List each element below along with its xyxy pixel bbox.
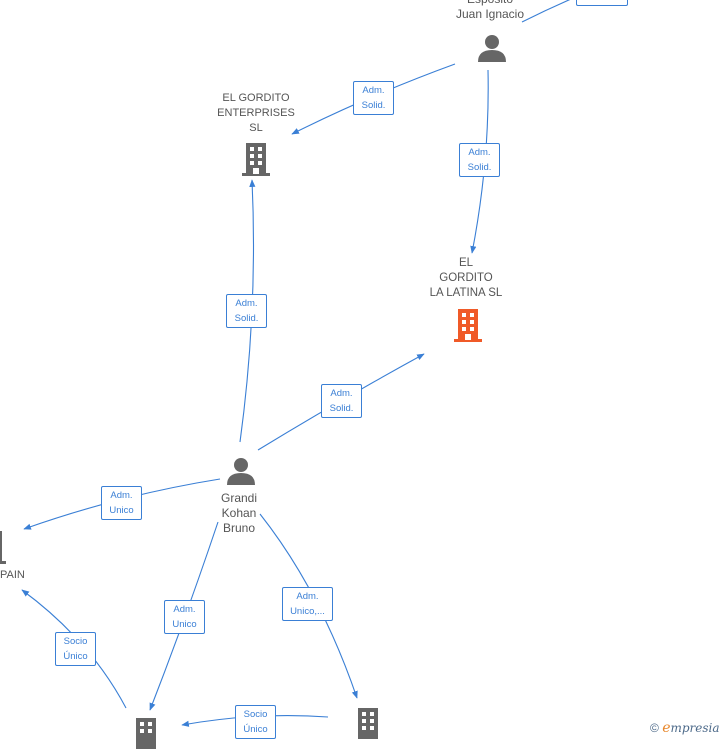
edge-label-adm-solid[interactable]: Adm. Solid. — [459, 143, 500, 177]
company-label-spain[interactable]: PAIN — [0, 569, 25, 581]
brand-logo-e: e — [662, 720, 671, 736]
copyright-icon: © — [650, 721, 659, 735]
person-label-esposito[interactable]: Esposito Juan Ignacio — [455, 0, 525, 21]
edge-label-socio-unico[interactable]: Socio Único — [55, 632, 96, 666]
edge-label-adm-solid[interactable]: Adm. Solid. — [353, 81, 394, 115]
building-icon[interactable] — [0, 529, 8, 565]
edge-label-socio-unico[interactable]: Socio Único — [235, 705, 276, 739]
brand-logo-text: mpresia — [670, 721, 720, 735]
person-icon[interactable] — [476, 33, 508, 63]
empresia-watermark: © empresia — [650, 720, 720, 736]
edge-label-adm-solid[interactable]: Adm. Solid. — [226, 294, 267, 328]
building-icon[interactable] — [240, 141, 272, 177]
edge-label-adm-unico-more[interactable]: Adm. Unico,... — [282, 587, 333, 621]
edge-label-adm-unico[interactable]: Adm. Unico — [101, 486, 142, 520]
person-label-grandi[interactable]: Grandi Kohan Bruno — [220, 491, 258, 535]
building-icon[interactable] — [130, 716, 162, 752]
building-icon-highlighted[interactable] — [452, 307, 484, 343]
edge-line — [521, 0, 571, 23]
edge-label-adm-solid[interactable]: Adm. Solid. — [321, 384, 362, 418]
edge-label-adm-unico[interactable]: Adm. Unico — [164, 600, 205, 634]
company-label-latina[interactable]: EL GORDITO LA LATINA SL — [429, 257, 503, 299]
company-label-enterprises[interactable]: EL GORDITO ENTERPRISES SL — [217, 92, 295, 134]
building-icon[interactable] — [352, 706, 384, 742]
edge-label-clipped[interactable] — [576, 0, 628, 6]
person-icon[interactable] — [225, 456, 257, 486]
